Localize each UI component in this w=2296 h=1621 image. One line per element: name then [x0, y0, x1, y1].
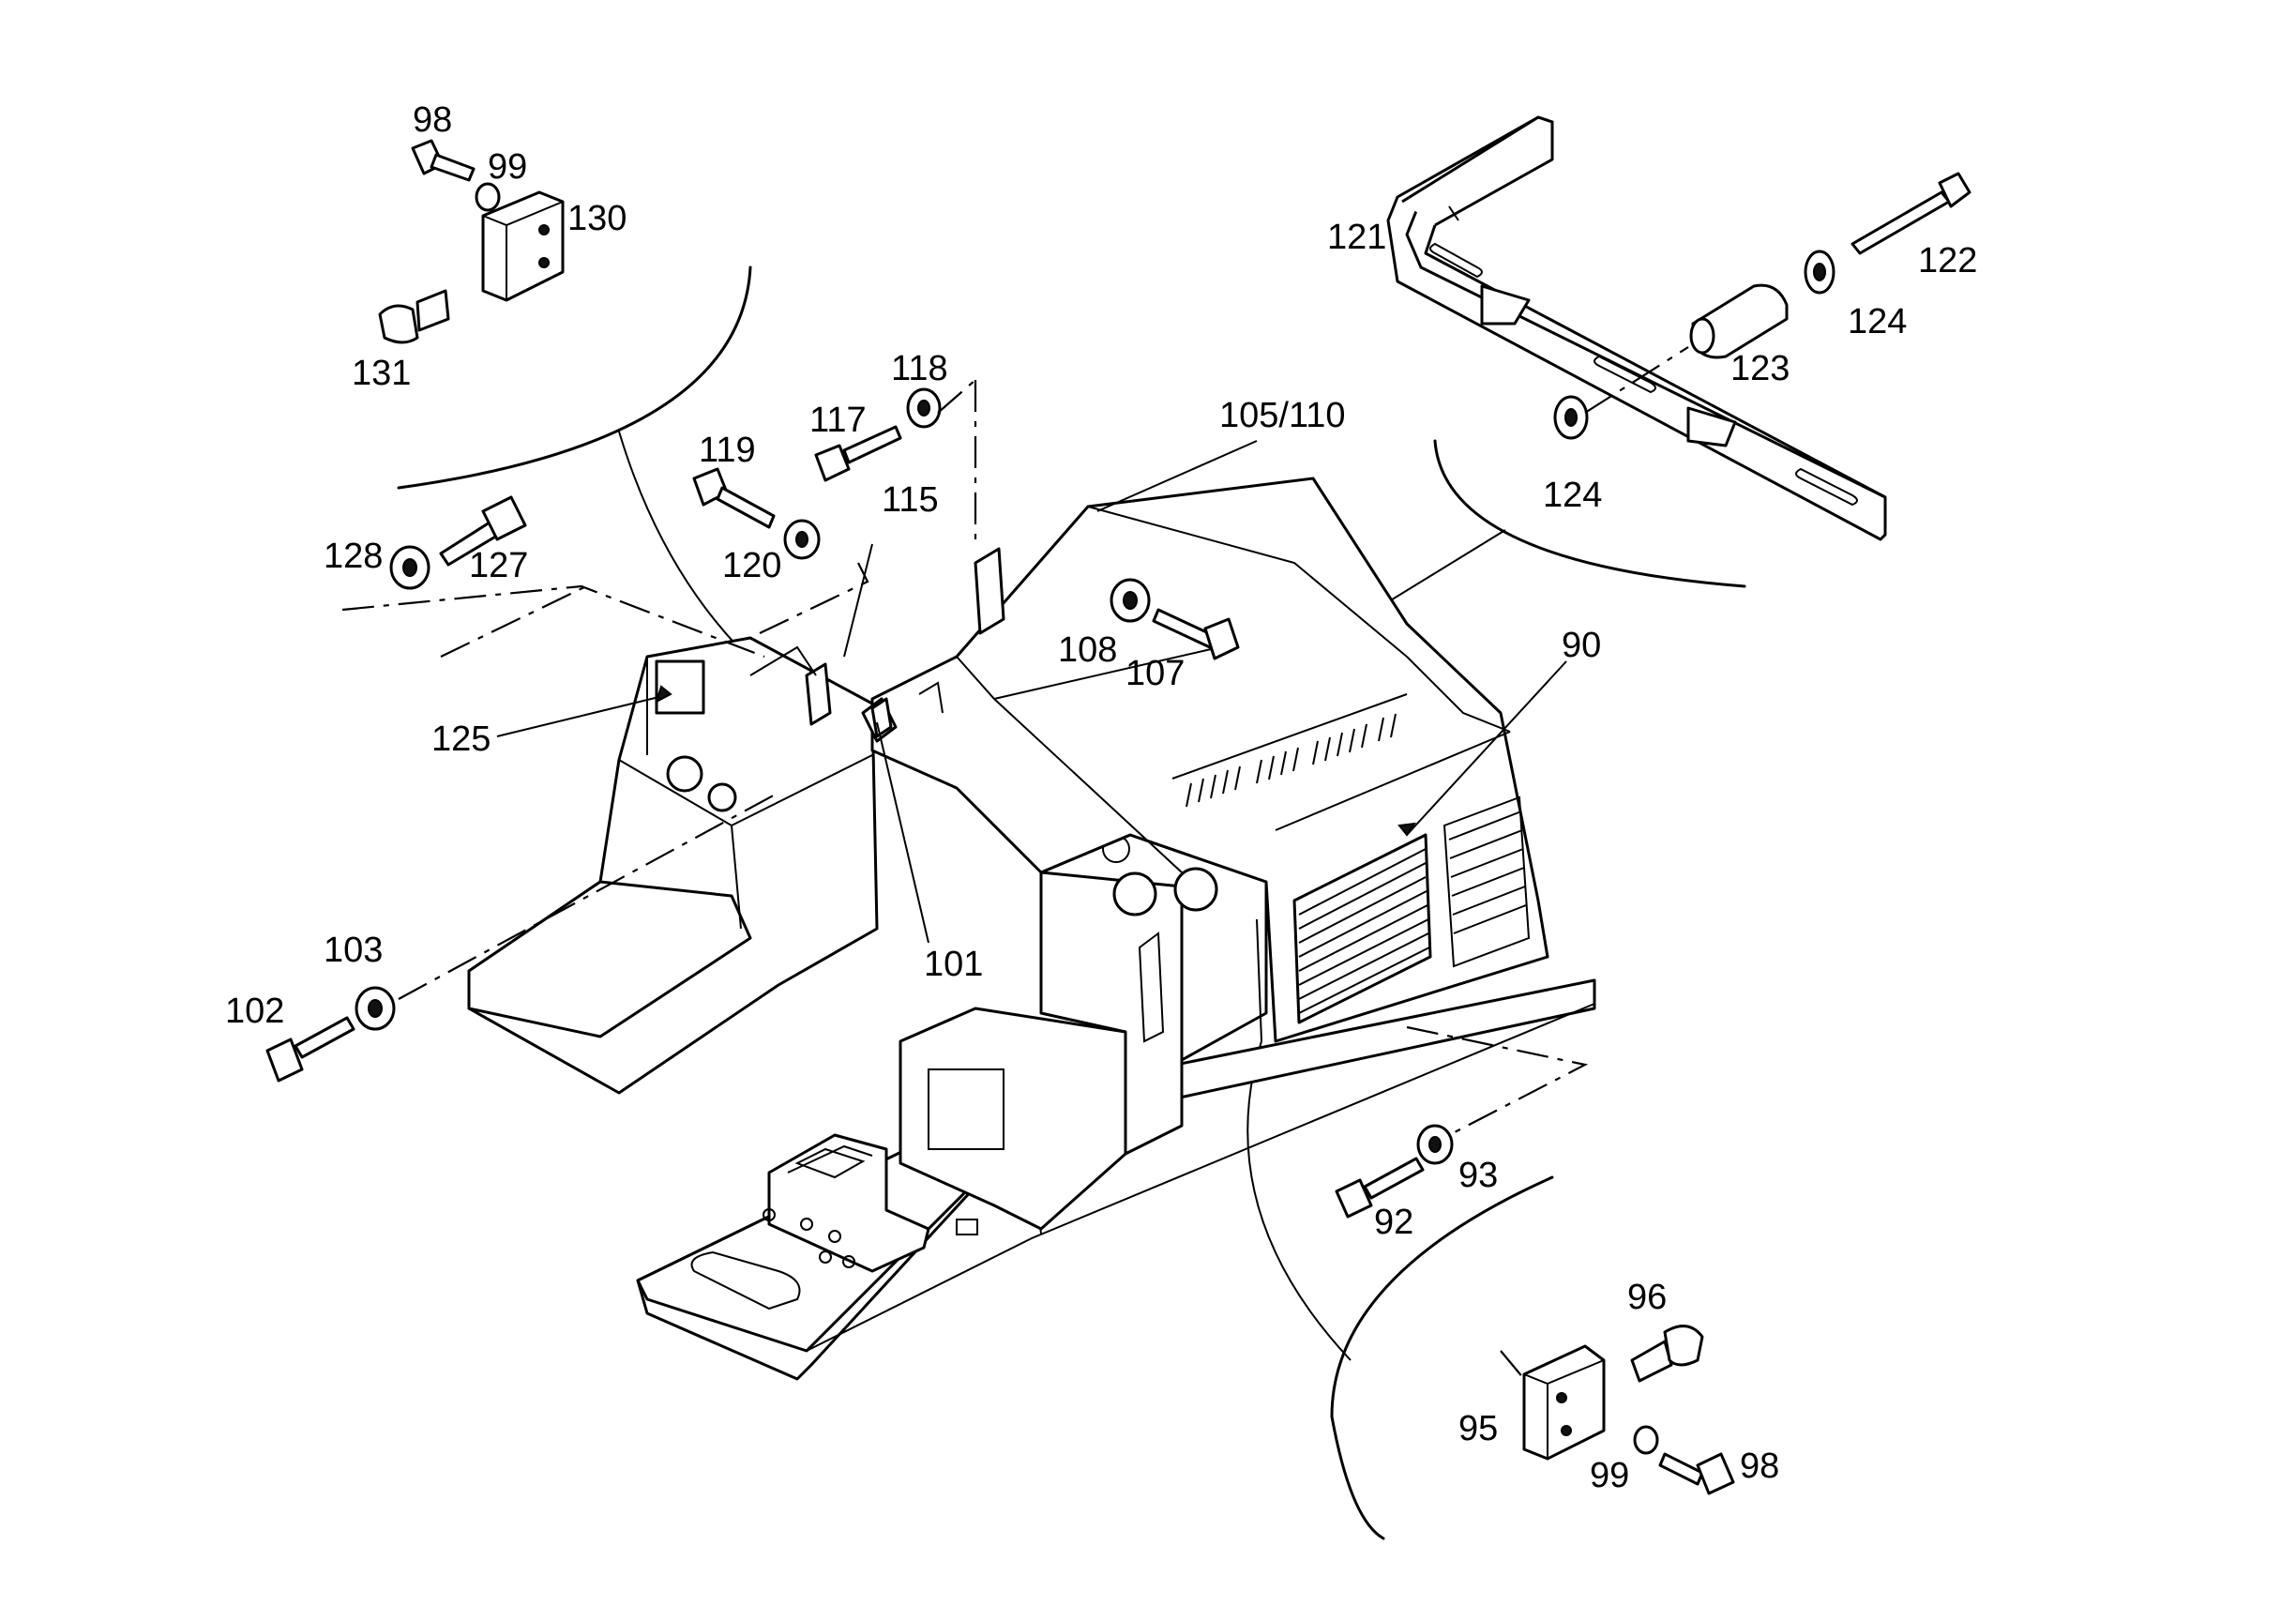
callout-131: 131 — [352, 354, 411, 393]
bolt-92 — [1335, 1157, 1425, 1219]
bolt-98-top — [411, 139, 476, 182]
callout-92: 92 — [1374, 1203, 1413, 1242]
callout-122: 122 — [1918, 241, 1977, 280]
callout-99-bottom: 99 — [1590, 1456, 1629, 1495]
callout-108: 108 — [1058, 630, 1117, 670]
callout-117: 117 — [809, 401, 867, 440]
detail-arc-top-left — [397, 265, 752, 490]
callout-105-110: 105/110 — [1219, 396, 1346, 435]
callout-98-bottom: 98 — [1740, 1447, 1779, 1486]
bolt-98-bottom — [1658, 1452, 1735, 1495]
callout-120: 120 — [722, 546, 781, 585]
bolt-131 — [378, 289, 450, 344]
block-95 — [1522, 1344, 1606, 1461]
bolt-117 — [814, 425, 902, 482]
callout-123: 123 — [1730, 349, 1790, 388]
housing-vents — [1186, 713, 1397, 808]
bracket-121 — [1386, 115, 1887, 541]
bolt-102 — [265, 1016, 355, 1083]
bolt-127 — [439, 495, 527, 567]
callout-98-top: 98 — [413, 100, 452, 140]
machine-body — [467, 477, 1596, 1381]
callout-121: 121 — [1327, 218, 1386, 257]
callout-119: 119 — [699, 431, 756, 470]
callout-118: 118 — [891, 349, 948, 388]
callout-124-top: 124 — [1848, 302, 1907, 341]
callout-127: 127 — [469, 546, 528, 585]
bolt-122 — [1850, 172, 1971, 255]
callout-93: 93 — [1458, 1156, 1498, 1195]
detail-arc-top-right — [1433, 439, 1746, 588]
callout-130: 130 — [567, 199, 627, 238]
callout-128: 128 — [324, 537, 383, 576]
callout-103: 103 — [324, 931, 383, 970]
callout-labels: 98 99 130 131 118 117 119 115 120 105/11… — [225, 100, 1977, 1495]
callout-95: 95 — [1458, 1409, 1498, 1448]
callout-115: 115 — [882, 480, 939, 520]
bolt-119 — [692, 467, 776, 529]
callout-99-top: 99 — [488, 147, 527, 187]
callout-125: 125 — [431, 720, 491, 759]
callout-101: 101 — [924, 945, 983, 984]
detail-arc-bottom-right — [1330, 1175, 1554, 1540]
bolt-107 — [1152, 608, 1240, 660]
callout-102: 102 — [225, 992, 284, 1031]
callout-124-bottom: 124 — [1543, 476, 1602, 515]
callout-90: 90 — [1562, 626, 1601, 665]
detail-arc-leader-bottom-right — [1246, 1040, 1352, 1361]
callout-107: 107 — [1125, 654, 1185, 693]
washer-99-bottom — [1633, 1425, 1659, 1455]
bolt-96 — [1630, 1325, 1704, 1383]
callout-96: 96 — [1627, 1278, 1667, 1317]
washer-99-top — [475, 182, 501, 212]
block-130 — [481, 190, 565, 302]
